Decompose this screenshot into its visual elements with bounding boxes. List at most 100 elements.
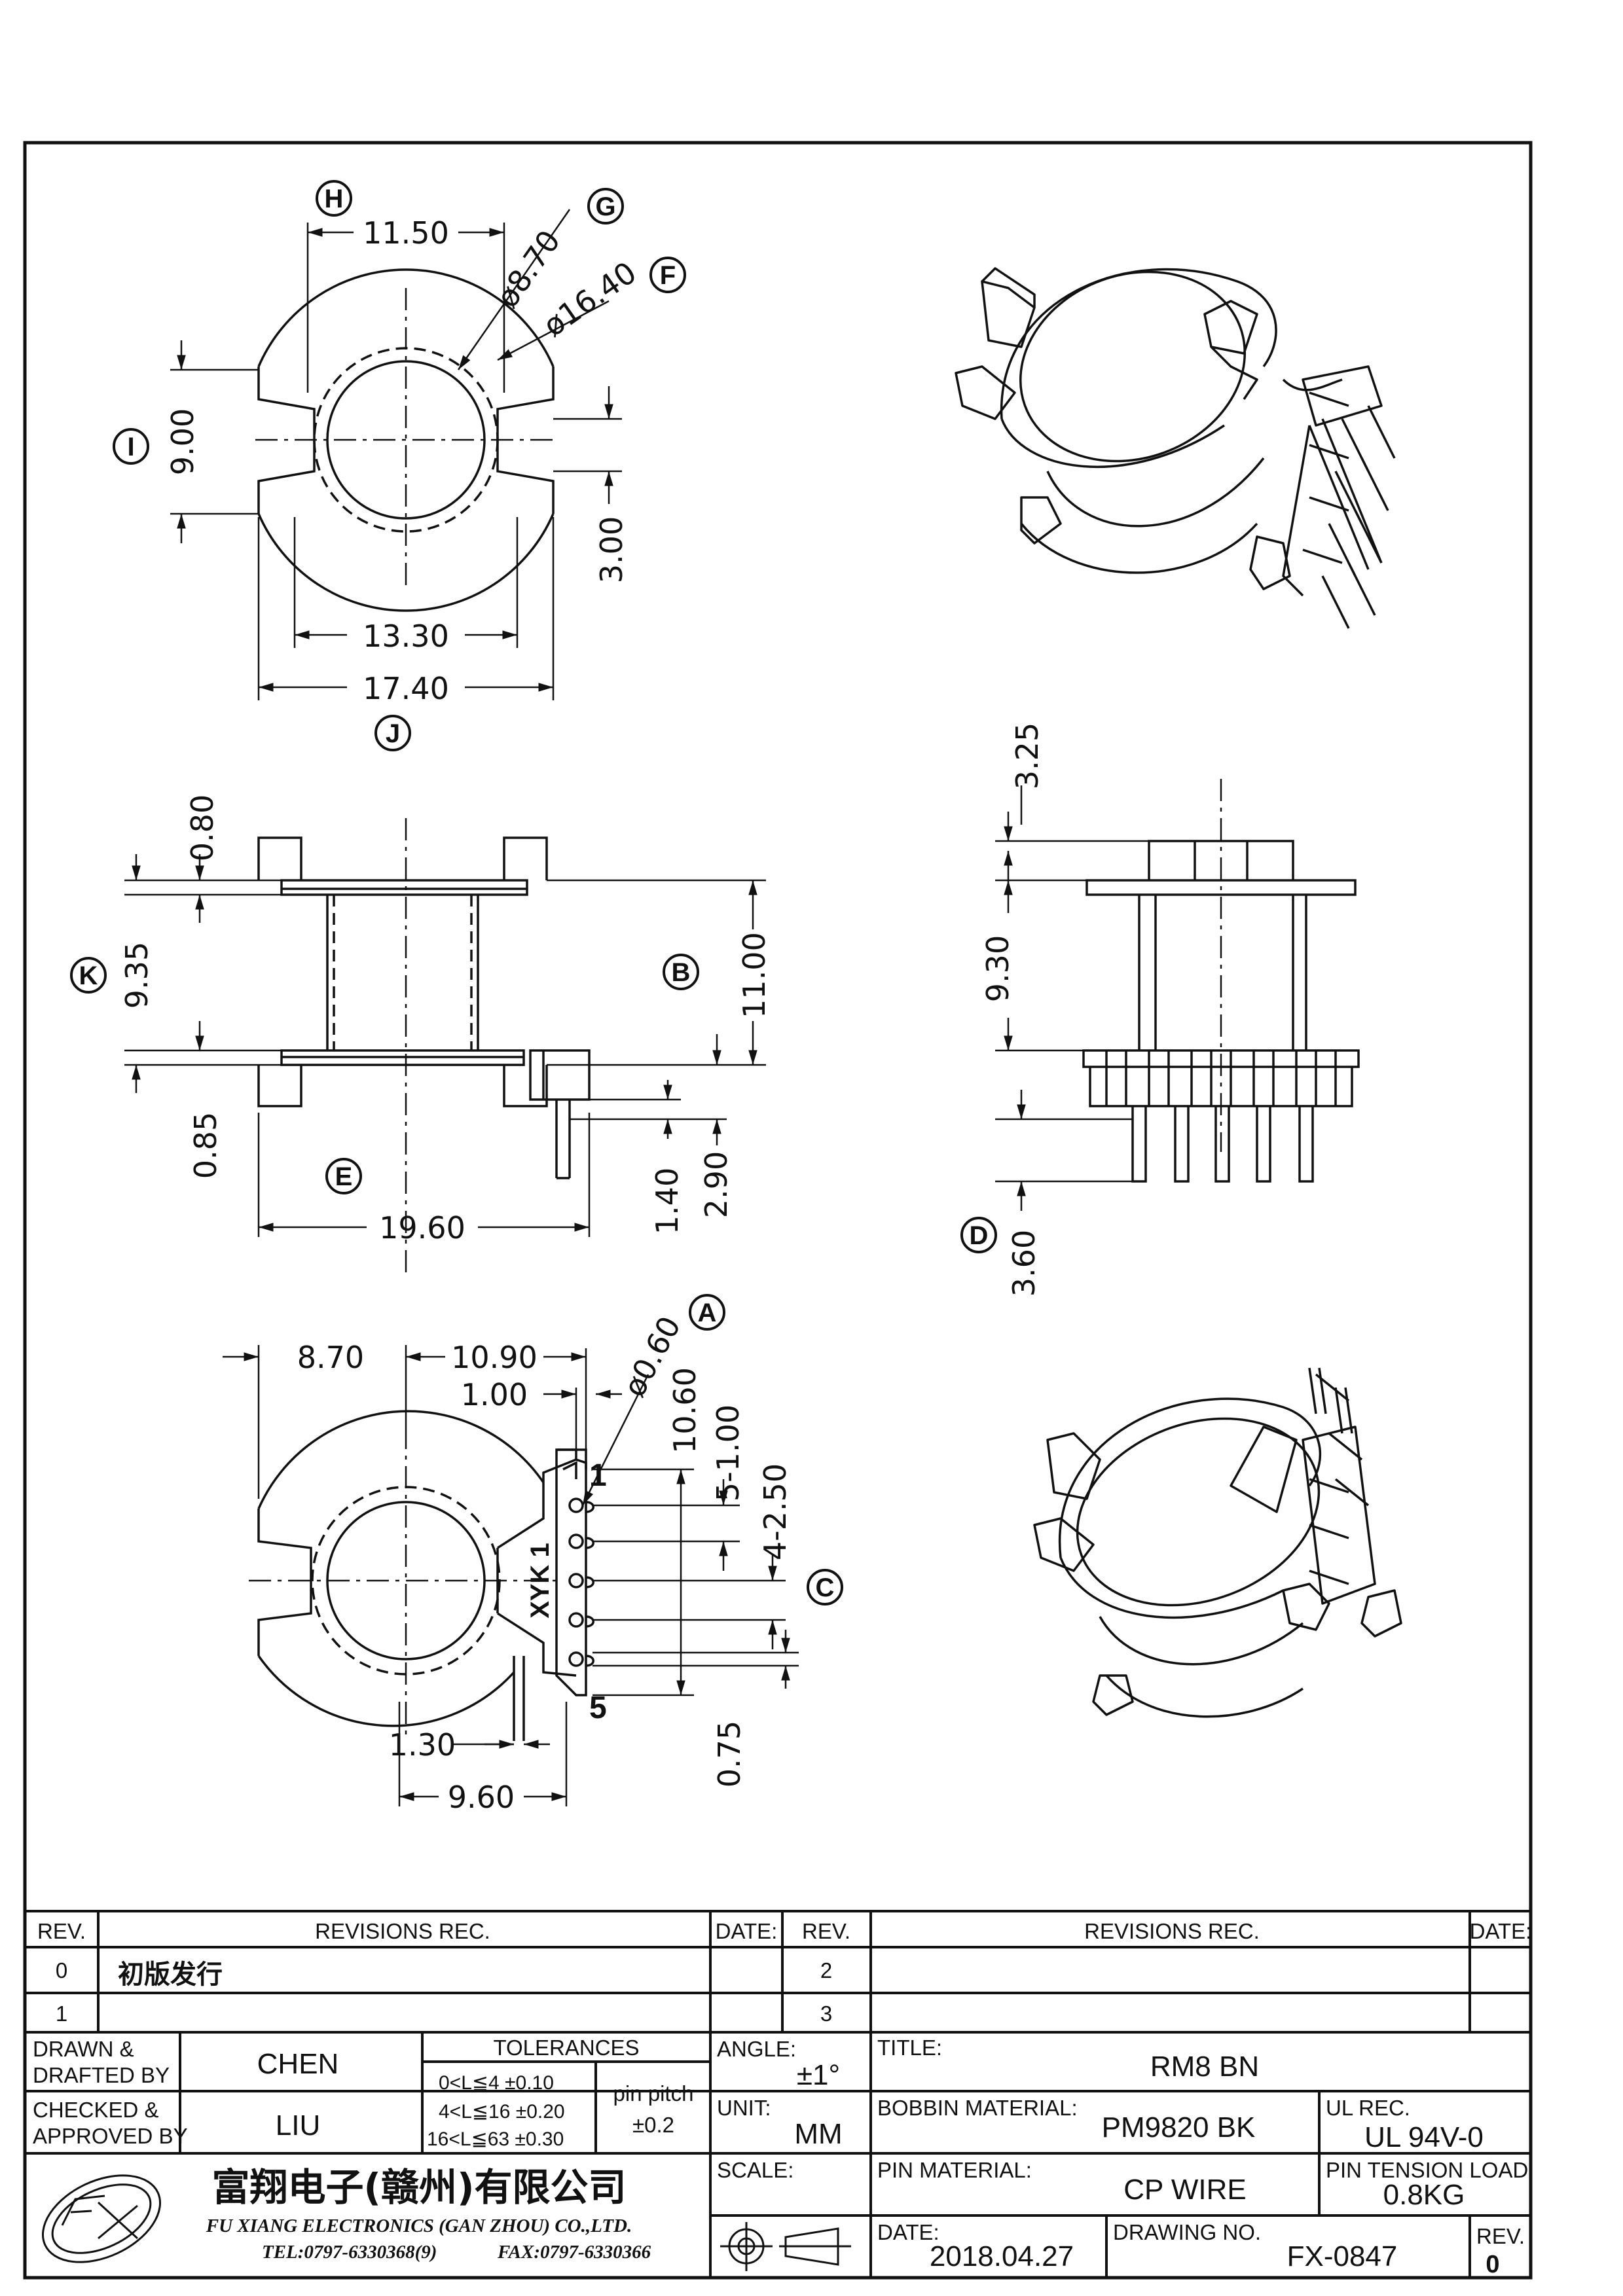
svg-text:E: E <box>335 1162 353 1191</box>
checked-by-value: LIU <box>276 2109 320 2142</box>
svg-text:F: F <box>660 261 676 290</box>
company-name-en: FU XIANG ELECTRONICS (GAN ZHOU) CO.,LTD. <box>206 2215 632 2236</box>
svg-text:G: G <box>595 192 615 221</box>
bottom-dim-left: 8.70 <box>297 1340 364 1375</box>
top-dim-outer-width: 17.40 <box>363 671 449 706</box>
checked-label-line1: CHECKED & <box>33 2098 159 2122</box>
pin-tension-label: PIN TENSION LOAD: <box>1326 2158 1534 2182</box>
rev-row-2-number: 2 <box>820 1958 832 1982</box>
sheet-border <box>23 141 1533 2280</box>
top-dim-outer-dia: ø16.40 <box>537 255 643 344</box>
date-header-left: DATE: <box>716 1919 778 1943</box>
isometric-view-upper <box>955 267 1396 629</box>
tolerance-row-1: 0<L≦4 ±0.10 <box>439 2072 554 2094</box>
title-block-lines <box>25 1910 1531 2278</box>
label-j: J <box>374 715 411 751</box>
svg-text:B: B <box>672 958 691 987</box>
angle-label: ANGLE: <box>717 2037 796 2061</box>
top-dim-notch: 3.00 <box>594 516 629 583</box>
bottom-dim-pin-pitch: 5-1.00 <box>710 1405 746 1501</box>
bottom-view <box>223 1345 799 1806</box>
top-dim-inner-width: 13.30 <box>363 619 449 654</box>
angle-value: ±1° <box>797 2059 840 2091</box>
isometric-view-lower <box>1033 1367 1402 1718</box>
svg-text:I: I <box>127 433 134 461</box>
bottom-dim-right: 10.90 <box>451 1340 538 1375</box>
date-header-right: DATE: <box>1470 1919 1532 1943</box>
pin-mark-first: 1 <box>589 1458 607 1493</box>
revisions-header-right: REVISIONS REC. <box>1084 1919 1260 1943</box>
date-value: 2018.04.27 <box>930 2240 1074 2272</box>
title-label: TITLE: <box>877 2036 942 2060</box>
pin-material-label: PIN MATERIAL: <box>877 2158 1032 2182</box>
revisions-header-left: REVISIONS REC. <box>315 1919 490 1943</box>
date-label: DATE: <box>877 2220 939 2244</box>
checked-label-line2: APPROVED BY <box>33 2124 188 2148</box>
bottom-dim-row-length: 10.60 <box>667 1367 702 1454</box>
rev-label: REV. <box>1476 2224 1525 2248</box>
side-dim-pin-step: 1.40 <box>649 1168 685 1234</box>
bobbin-material-value: PM9820 BK <box>1102 2111 1256 2144</box>
label-k: K <box>70 957 107 994</box>
side-dim-flange-bottom: 0.85 <box>188 1112 223 1179</box>
company-fax: FAX:0797-6330366 <box>497 2242 651 2263</box>
bottom-dim-pin-row-width: 9.60 <box>448 1780 515 1815</box>
front-dim-height: 9.30 <box>980 935 1015 1002</box>
svg-text:H: H <box>325 185 344 213</box>
company-logo <box>41 2174 162 2263</box>
svg-text:D: D <box>970 1221 989 1250</box>
company-tel: TEL:0797-6330368(9) <box>262 2242 437 2263</box>
drawn-label-line1: DRAWN & <box>33 2037 134 2061</box>
svg-text:C: C <box>816 1573 835 1602</box>
label-f: F <box>649 257 686 293</box>
rev-value: 0 <box>1486 2251 1499 2278</box>
pin-mark-last: 5 <box>589 1691 607 1725</box>
tolerances-header: TOLERANCES <box>493 2036 639 2060</box>
drawing-no-value: FX-0847 <box>1287 2240 1398 2272</box>
tolerance-row-2: 4<L≦16 ±0.20 <box>439 2101 565 2123</box>
bottom-dim-pin-edge: 0.75 <box>712 1721 747 1787</box>
label-g: G <box>587 188 624 224</box>
bottom-dim-spacing: 4-2.50 <box>757 1463 793 1560</box>
front-view <box>995 779 1360 1211</box>
side-dim-pin-length: 2.90 <box>699 1151 734 1218</box>
tolerance-row-3: 16<L≦63 ±0.30 <box>427 2128 564 2150</box>
drawn-by-value: CHEN <box>257 2048 339 2080</box>
unit-value: MM <box>794 2118 842 2150</box>
svg-text:K: K <box>79 961 98 990</box>
side-dim-flange-top: 0.80 <box>185 795 220 861</box>
rev-row-0-number: 0 <box>56 1958 67 1982</box>
label-h: H <box>316 180 352 217</box>
pin-pitch-label: pin pitch <box>613 2081 694 2106</box>
top-view <box>170 209 622 700</box>
label-b: B <box>663 954 699 990</box>
bottom-dim-offset: 1.00 <box>461 1377 528 1412</box>
label-i: I <box>113 428 149 465</box>
drawing-no-label: DRAWING NO. <box>1113 2220 1261 2244</box>
side-dim-total-height: 11.00 <box>737 932 772 1018</box>
rev-row-1-number: 1 <box>56 2001 67 2026</box>
part-marking: XYK 1 <box>526 1543 555 1619</box>
company-name-cn: 富翔电子(赣州)有限公司 <box>211 2165 626 2210</box>
label-a: A <box>689 1294 725 1331</box>
pin-material-value: CP WIRE <box>1123 2174 1246 2206</box>
bobbin-material-label: BOBBIN MATERIAL: <box>877 2096 1078 2120</box>
side-dim-winding-height: 9.35 <box>119 942 155 1009</box>
rev-header-left: REV. <box>37 1919 86 1943</box>
pin-tension-value: 0.8KG <box>1383 2179 1465 2211</box>
top-dim-inner-dia: ø8.70 <box>489 224 567 314</box>
front-dim-top-boss: 3.25 <box>1010 723 1045 789</box>
top-dim-slot-height: 9.00 <box>165 408 200 475</box>
ul-rec-value: UL 94V-0 <box>1364 2121 1484 2153</box>
top-dim-width: 11.50 <box>363 215 449 251</box>
label-c: C <box>807 1569 843 1605</box>
front-dim-pin-length: 3.60 <box>1006 1230 1042 1297</box>
scale-label: SCALE: <box>717 2158 793 2182</box>
svg-text:A: A <box>698 1299 717 1327</box>
drawn-label-line2: DRAFTED BY <box>33 2063 170 2087</box>
ul-rec-label: UL REC. <box>1326 2096 1410 2120</box>
title-value: RM8 BN <box>1150 2051 1259 2083</box>
label-d: D <box>960 1217 997 1253</box>
label-e: E <box>325 1158 362 1194</box>
